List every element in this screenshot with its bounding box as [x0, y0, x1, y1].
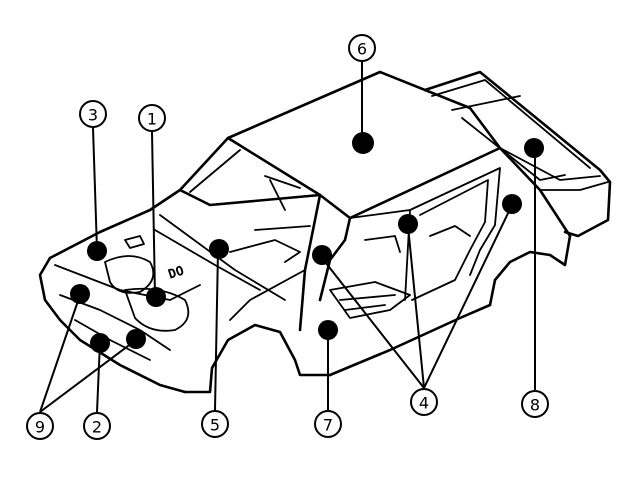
callout-4: 4: [410, 388, 438, 416]
svg-text:8: 8: [530, 396, 540, 415]
dot-4c: [502, 194, 522, 214]
callout-3: 3: [79, 100, 107, 128]
svg-text:2: 2: [92, 418, 102, 437]
callout-6: 6: [348, 34, 376, 62]
callout-8: 8: [521, 390, 549, 418]
callout-2: 2: [83, 412, 111, 440]
dot-7: [318, 320, 338, 340]
leader-4a: [321, 257, 425, 389]
dot-2: [90, 333, 110, 353]
callout-7: 7: [314, 410, 342, 438]
callout-1: 1: [138, 104, 166, 132]
dot-9a: [70, 284, 90, 304]
svg-text:7: 7: [323, 416, 333, 435]
callout-5: 5: [201, 410, 229, 438]
svg-text:3: 3: [88, 106, 98, 125]
dot-9b: [126, 329, 146, 349]
leader-9a: [39, 294, 81, 413]
svg-text:6: 6: [357, 40, 367, 59]
car-body-outline: [38, 70, 612, 394]
dot-8: [524, 138, 544, 158]
leader-4c: [423, 204, 513, 389]
svg-text:1: 1: [147, 110, 157, 129]
dot-4b: [398, 214, 418, 234]
badge-label: DO: [166, 264, 186, 283]
leader-3: [92, 127, 98, 251]
dot-1: [146, 287, 166, 307]
leader-5: [214, 249, 219, 411]
leader-9b: [39, 339, 137, 413]
leader-lines: [39, 62, 536, 413]
dot-6: [352, 132, 374, 154]
svg-text:9: 9: [35, 418, 45, 437]
leader-4b: [407, 225, 425, 389]
dot-5: [209, 239, 229, 259]
dot-4a: [312, 245, 332, 265]
svg-text:4: 4: [419, 394, 429, 413]
dot-3: [87, 241, 107, 261]
location-dots: [70, 132, 544, 353]
leader-1: [151, 131, 156, 297]
svg-text:5: 5: [210, 416, 220, 435]
callout-9: 9: [26, 412, 54, 440]
leader-2: [96, 341, 101, 413]
